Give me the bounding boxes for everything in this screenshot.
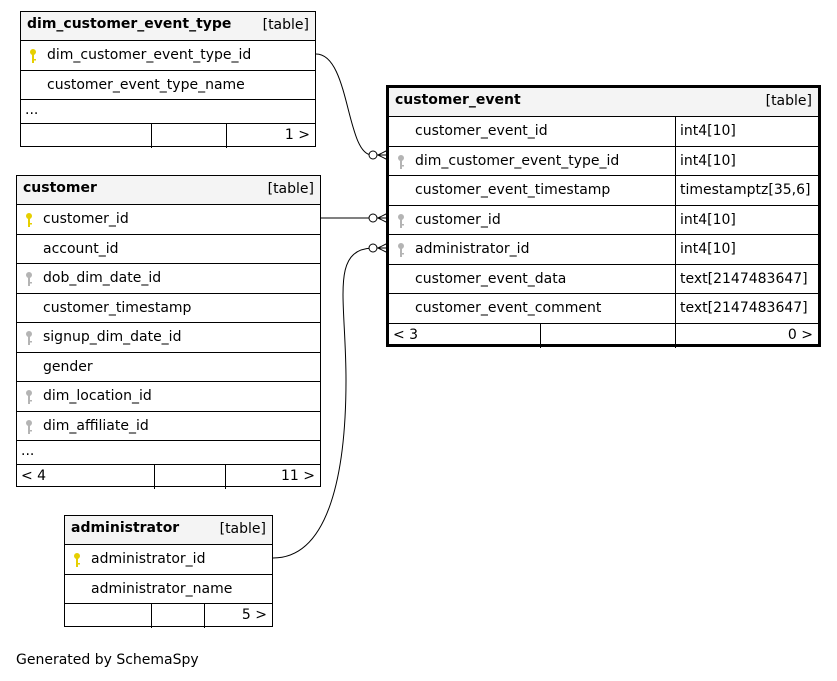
column-row[interactable]: administrator_id bbox=[65, 545, 272, 575]
table-type: [table] bbox=[219, 521, 266, 537]
table-administrator[interactable]: administrator [table] administrator_id a… bbox=[64, 515, 273, 628]
column-name: customer_event_type_name bbox=[47, 76, 245, 93]
column-row[interactable]: signup_dim_date_id bbox=[17, 323, 320, 353]
table-name: administrator bbox=[71, 520, 180, 536]
column-name: signup_dim_date_id bbox=[43, 329, 182, 345]
foreign-key-icon bbox=[398, 154, 404, 169]
column-row[interactable]: customer_timestamp bbox=[17, 294, 320, 323]
column-row[interactable]: account_id bbox=[17, 235, 320, 264]
primary-key-icon bbox=[74, 553, 80, 567]
column-row[interactable]: administrator_name bbox=[65, 575, 272, 604]
column-datatype: text[2147483647] bbox=[675, 264, 818, 293]
table-dim-customer-event-type[interactable]: dim_customer_event_type [table] dim_cust… bbox=[20, 11, 316, 148]
table-header: customer_event [table] bbox=[389, 88, 818, 117]
table-customer-event[interactable]: customer_event [table] customer_event_id… bbox=[386, 85, 821, 348]
spacer-cell bbox=[151, 124, 226, 148]
foreign-key-icon bbox=[398, 213, 404, 228]
column-row[interactable]: customer_event_data text[2147483647] bbox=[389, 264, 818, 294]
column-datatype: text[2147483647] bbox=[675, 294, 818, 323]
table-customer[interactable]: customer [table] customer_id account_id … bbox=[16, 175, 321, 489]
spacer-cell bbox=[540, 323, 675, 348]
foreign-key-icon bbox=[26, 390, 32, 404]
column-row[interactable]: dob_dim_date_id bbox=[17, 264, 320, 294]
column-datatype: int4[10] bbox=[675, 235, 818, 264]
column-row[interactable]: dim_customer_event_type_id bbox=[21, 41, 315, 71]
table-header: administrator [table] bbox=[65, 516, 272, 545]
column-name: dim_location_id bbox=[43, 388, 152, 404]
foreign-key-icon bbox=[398, 243, 404, 257]
column-name: customer_event_data bbox=[415, 270, 567, 287]
parents-cell[interactable]: < 4 bbox=[21, 468, 47, 484]
column-name: administrator_name bbox=[91, 580, 233, 597]
column-name: customer_event_id bbox=[415, 123, 548, 139]
column-name: dob_dim_date_id bbox=[43, 270, 162, 286]
column-name: administrator_id bbox=[91, 551, 206, 567]
children-cell[interactable]: 5 > bbox=[204, 604, 272, 628]
primary-key-icon bbox=[30, 49, 36, 63]
foreign-key-icon bbox=[26, 331, 32, 345]
more-columns-indicator: ... bbox=[21, 100, 315, 124]
table-header: customer [table] bbox=[17, 176, 320, 205]
column-name: account_id bbox=[43, 240, 119, 257]
column-name: customer_event_timestamp bbox=[415, 182, 611, 198]
generated-by-text: Generated by SchemaSpy bbox=[16, 652, 199, 668]
table-footer: < 4 11 > bbox=[17, 465, 320, 489]
table-footer: 5 > bbox=[65, 604, 272, 628]
column-name: customer_id bbox=[43, 211, 129, 227]
column-name: customer_id bbox=[415, 211, 501, 228]
table-type: [table] bbox=[765, 93, 812, 109]
parents-cell[interactable]: < 3 bbox=[393, 326, 419, 343]
column-row[interactable]: gender bbox=[17, 353, 320, 382]
column-row[interactable]: customer_event_type_name bbox=[21, 71, 315, 100]
column-row[interactable]: administrator_id int4[10] bbox=[389, 235, 818, 265]
foreign-key-icon bbox=[26, 419, 32, 434]
column-name: dim_customer_event_type_id bbox=[47, 47, 252, 63]
table-name: customer_event bbox=[395, 92, 521, 108]
column-row[interactable]: dim_affiliate_id bbox=[17, 412, 320, 441]
column-datatype: timestamptz[35,6] bbox=[675, 176, 818, 205]
relation-dim-customer-event-type-to-customer-event bbox=[315, 53, 386, 156]
column-row[interactable]: customer_id bbox=[17, 205, 320, 235]
table-name: dim_customer_event_type bbox=[27, 16, 232, 32]
table-name: customer bbox=[23, 180, 97, 196]
column-row[interactable]: dim_location_id bbox=[17, 382, 320, 412]
spacer-cell bbox=[154, 465, 225, 489]
parents-cell bbox=[21, 124, 151, 148]
column-row[interactable]: customer_id int4[10] bbox=[389, 205, 818, 235]
column-datatype: int4[10] bbox=[675, 117, 818, 146]
column-name: administrator_id bbox=[415, 241, 530, 257]
table-footer: < 3 0 > bbox=[389, 323, 818, 348]
column-row[interactable]: customer_event_comment text[2147483647] bbox=[389, 294, 818, 324]
foreign-key-icon bbox=[26, 272, 32, 286]
column-row[interactable]: customer_event_id int4[10] bbox=[389, 117, 818, 147]
column-name: customer_event_comment bbox=[415, 300, 602, 316]
column-name: gender bbox=[43, 358, 93, 375]
table-footer: 1 > bbox=[21, 124, 315, 148]
parents-cell bbox=[65, 604, 151, 628]
table-type: [table] bbox=[267, 181, 314, 197]
table-header: dim_customer_event_type [table] bbox=[21, 12, 315, 41]
column-datatype: int4[10] bbox=[675, 205, 818, 234]
children-cell[interactable]: 1 > bbox=[226, 124, 315, 148]
column-name: dim_affiliate_id bbox=[43, 417, 149, 434]
children-cell[interactable]: 11 > bbox=[225, 465, 320, 489]
column-row[interactable]: dim_customer_event_type_id int4[10] bbox=[389, 146, 818, 176]
column-name: dim_customer_event_type_id bbox=[415, 152, 620, 169]
column-name: customer_timestamp bbox=[43, 299, 192, 316]
table-type: [table] bbox=[262, 17, 309, 33]
column-datatype: int4[10] bbox=[675, 146, 818, 175]
children-cell[interactable]: 0 > bbox=[675, 323, 818, 348]
primary-key-icon bbox=[26, 213, 32, 227]
spacer-cell bbox=[151, 604, 204, 628]
column-row[interactable]: customer_event_timestamp timestamptz[35,… bbox=[389, 176, 818, 206]
more-columns-indicator: ... bbox=[17, 441, 320, 465]
